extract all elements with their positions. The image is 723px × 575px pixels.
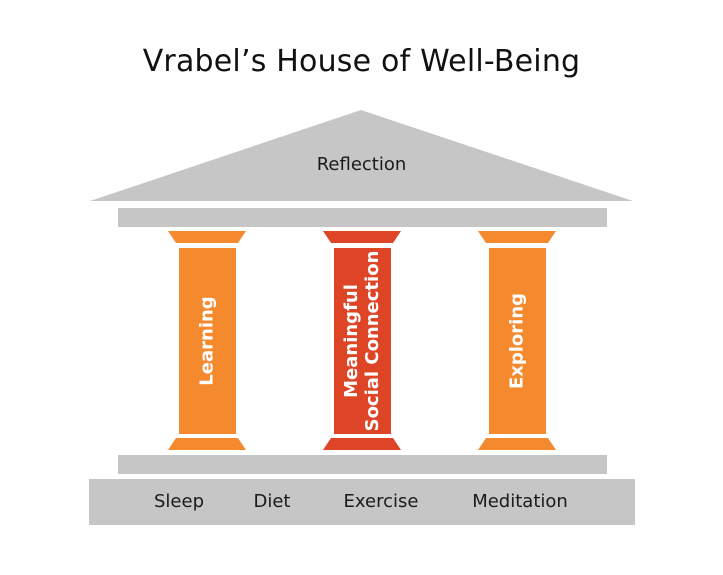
roof-label-reflection: Reflection [316, 154, 407, 175]
foundation-label-sleep: Sleep [153, 491, 205, 512]
bottom-beam [118, 455, 607, 474]
pillar-exploring [478, 231, 556, 450]
pillar-label-learning-line1: Learning [196, 296, 218, 386]
pillar-label-social-line2: Social Connection [362, 250, 383, 432]
pillar-exploring-capital [478, 231, 556, 243]
top-beam [118, 208, 607, 227]
roof [90, 110, 633, 201]
pillar-learning-capital [168, 231, 246, 243]
pillar-label-exploring-line1: Exploring [506, 292, 528, 390]
pillar-label-social-connection: Meaningful Social Connection [341, 251, 383, 432]
pillar-label-social-line1: Meaningful [341, 284, 362, 398]
foundation-label-exercise: Exercise [343, 491, 419, 512]
pillar-learning-base [168, 438, 246, 450]
page-title: Vrabel’s House of Well-Being [142, 44, 581, 79]
pillar-social-shaft [334, 248, 391, 434]
pillar-exploring-base [478, 438, 556, 450]
foundation [89, 479, 635, 525]
pillar-label-exploring: Exploring [507, 293, 528, 389]
foundation-label-meditation: Meditation [472, 491, 568, 512]
pillar-learning-shaft [179, 248, 236, 434]
pillar-social-capital [323, 231, 401, 243]
pillar-exploring-shaft [489, 248, 546, 434]
pillar-meaningful-social-connection [323, 231, 401, 450]
pillar-label-learning: Learning [197, 296, 218, 385]
pillar-learning [168, 231, 246, 450]
pillar-social-base [323, 438, 401, 450]
foundation-label-diet: Diet [253, 491, 291, 512]
